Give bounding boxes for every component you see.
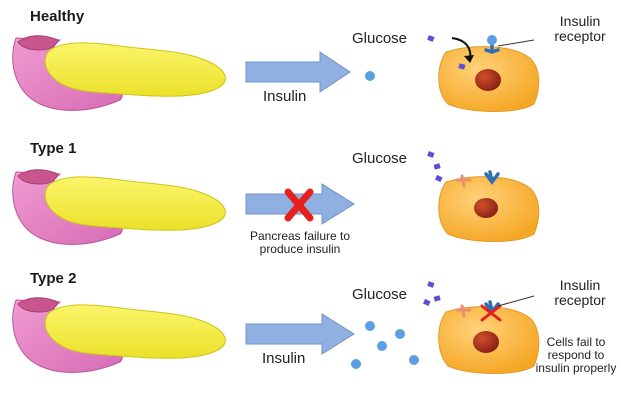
nucleus [475,69,501,91]
panel-heading-healthy: Healthy [30,8,85,25]
pancreatic-duct [17,169,59,185]
receptor-pointer [497,39,535,47]
glucose-label: Glucose [352,30,408,47]
pancreas-type1 [12,169,226,245]
pancreas-body [44,176,226,231]
receptor-blocked-cross [480,304,502,322]
cell-healthy [438,35,540,112]
cell-type2 [438,300,540,374]
arrow-type2 [245,313,355,355]
glucose-label: Glucose [352,286,408,303]
panel-heading-type1: Type 1 [30,140,77,157]
cells-fail-label: Cells fail to respond to insulin properl… [535,335,617,375]
glucose-molecule [435,174,443,182]
insulin-label: Insulin [262,350,306,367]
insulin-label: Insulin [263,88,307,105]
pancreas-type2 [12,297,226,373]
insulin-dot [395,329,405,339]
panel-healthy [12,35,540,112]
pancreas-failure-label: Pancreas failure to produce insulin [249,229,351,256]
insulin-dot [351,359,361,369]
insulin-dot [365,71,375,81]
pancreas-body [44,304,226,359]
insulin-dot [365,321,375,331]
red-cross [284,188,314,222]
glucose-molecule [427,281,435,288]
pancreatic-duct [17,297,59,313]
insulin-dot [409,355,419,365]
nucleus [473,331,499,353]
panel-type1 [12,151,540,245]
insulin-dot [377,341,387,351]
glucose-molecule [458,63,466,70]
pancreas-healthy [12,35,226,111]
panel-type2 [12,281,540,374]
pancreatic-duct [17,35,59,51]
glucose-molecule [427,151,435,158]
nucleus [474,198,498,218]
pancreas-body [44,42,226,97]
insulin-receptor-label: Insulin receptor [554,277,606,308]
insulin-receptor-label: Insulin receptor [554,13,606,44]
receptor-pointer [497,295,535,307]
receptor-orange [455,174,472,188]
receptor-blue [484,170,500,185]
cell-type1 [438,170,540,242]
glucose-molecule [433,295,441,302]
receptor-orange [455,304,472,318]
glucose-label: Glucose [352,150,408,167]
insulin-receptor [484,35,500,54]
panel-heading-type2: Type 2 [30,270,77,287]
glucose-molecule [427,35,435,42]
arrow-healthy [245,51,351,93]
glucose-molecule [433,163,441,170]
glucose-molecule [423,298,431,306]
